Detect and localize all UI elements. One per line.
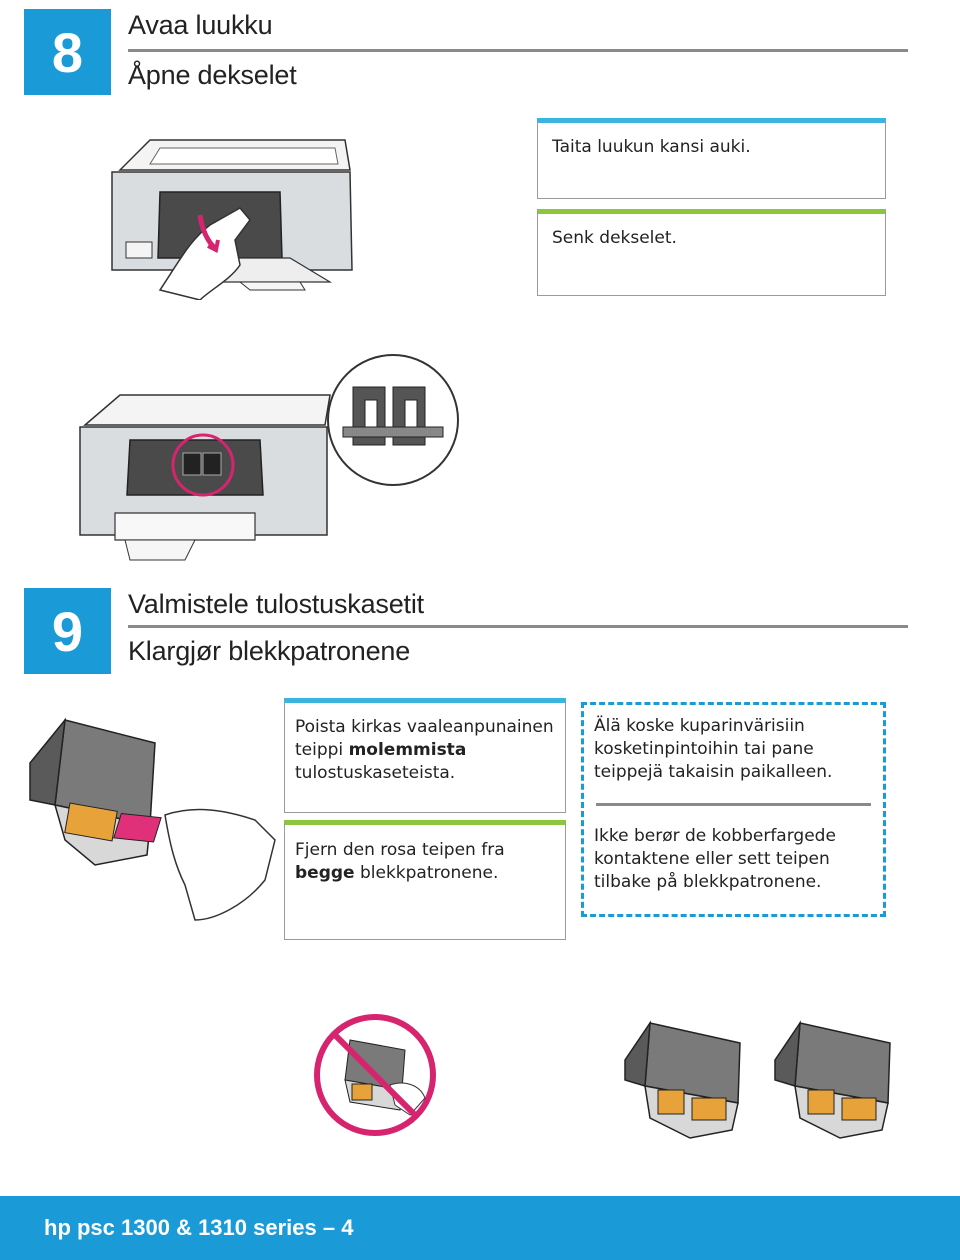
printer-cartridges-illustration	[79, 354, 459, 561]
step-9-title-no: Klargjør blekkpatronene	[128, 636, 411, 666]
step-9-no-text-start: Fjern den rosa teipen fra	[295, 840, 505, 860]
step-8-title-fi: Avaa luukku	[128, 10, 273, 40]
step-9-card-no-text: Fjern den rosa teipen fra begge blekkpat…	[285, 825, 565, 899]
footer-bar: hp psc 1300 & 1310 series – 4	[0, 1196, 960, 1260]
step-8-title-no: Åpne dekselet	[128, 60, 297, 90]
step-9-rule	[128, 625, 908, 628]
step-9-card-fi: Poista kirkas vaaleanpunainen teippi mol…	[284, 698, 566, 813]
cartridge-right-illustration	[774, 1020, 891, 1139]
printer-open-door-illustration	[111, 139, 353, 300]
step-9-fi-bold: molemmista	[348, 740, 467, 760]
step-8-rule	[128, 49, 908, 52]
step-8-card-fi: Taita luukun kansi auki.	[537, 118, 886, 199]
warning-text-no: Ikke berør de kobberfargede kontaktene e…	[594, 826, 836, 892]
warning-box: Älä koske kuparinvärisiin kosketinpintoi…	[581, 702, 886, 917]
step-9-card-no: Fjern den rosa teipen fra begge blekkpat…	[284, 820, 566, 940]
step-8-number: 8	[51, 20, 84, 84]
step-8-card-no-text: Senk dekselet.	[552, 228, 677, 248]
step-9-card-fi-text: Poista kirkas vaaleanpunainen teippi mol…	[285, 703, 565, 798]
cartridge-left-illustration	[624, 1020, 741, 1139]
footer-text: hp psc 1300 & 1310 series – 4	[44, 1215, 354, 1240]
do-not-touch-contacts-icon	[314, 1014, 436, 1136]
step-9-no-text-end: blekkpatronene.	[354, 863, 499, 883]
step-8-badge: 8	[24, 9, 111, 95]
step-8-card-no: Senk dekselet.	[537, 209, 886, 296]
warning-divider	[596, 803, 871, 806]
step-9-no-bold: begge	[295, 863, 355, 883]
step-9-title-fi: Valmistele tulostuskasetit	[128, 589, 424, 619]
warning-text-fi: Älä koske kuparinvärisiin kosketinpintoi…	[594, 716, 833, 782]
step-9-badge: 9	[24, 588, 111, 674]
step-8-card-fi-text: Taita luukun kansi auki.	[552, 137, 751, 157]
step-9-number: 9	[51, 599, 84, 663]
step-9-fi-text-end: tulostuskaseteista.	[295, 763, 456, 783]
cartridge-tape-removal-illustration	[29, 717, 276, 921]
step-9-fi-text-start: Poista kirkas vaaleanpunainen teippi	[295, 717, 554, 760]
